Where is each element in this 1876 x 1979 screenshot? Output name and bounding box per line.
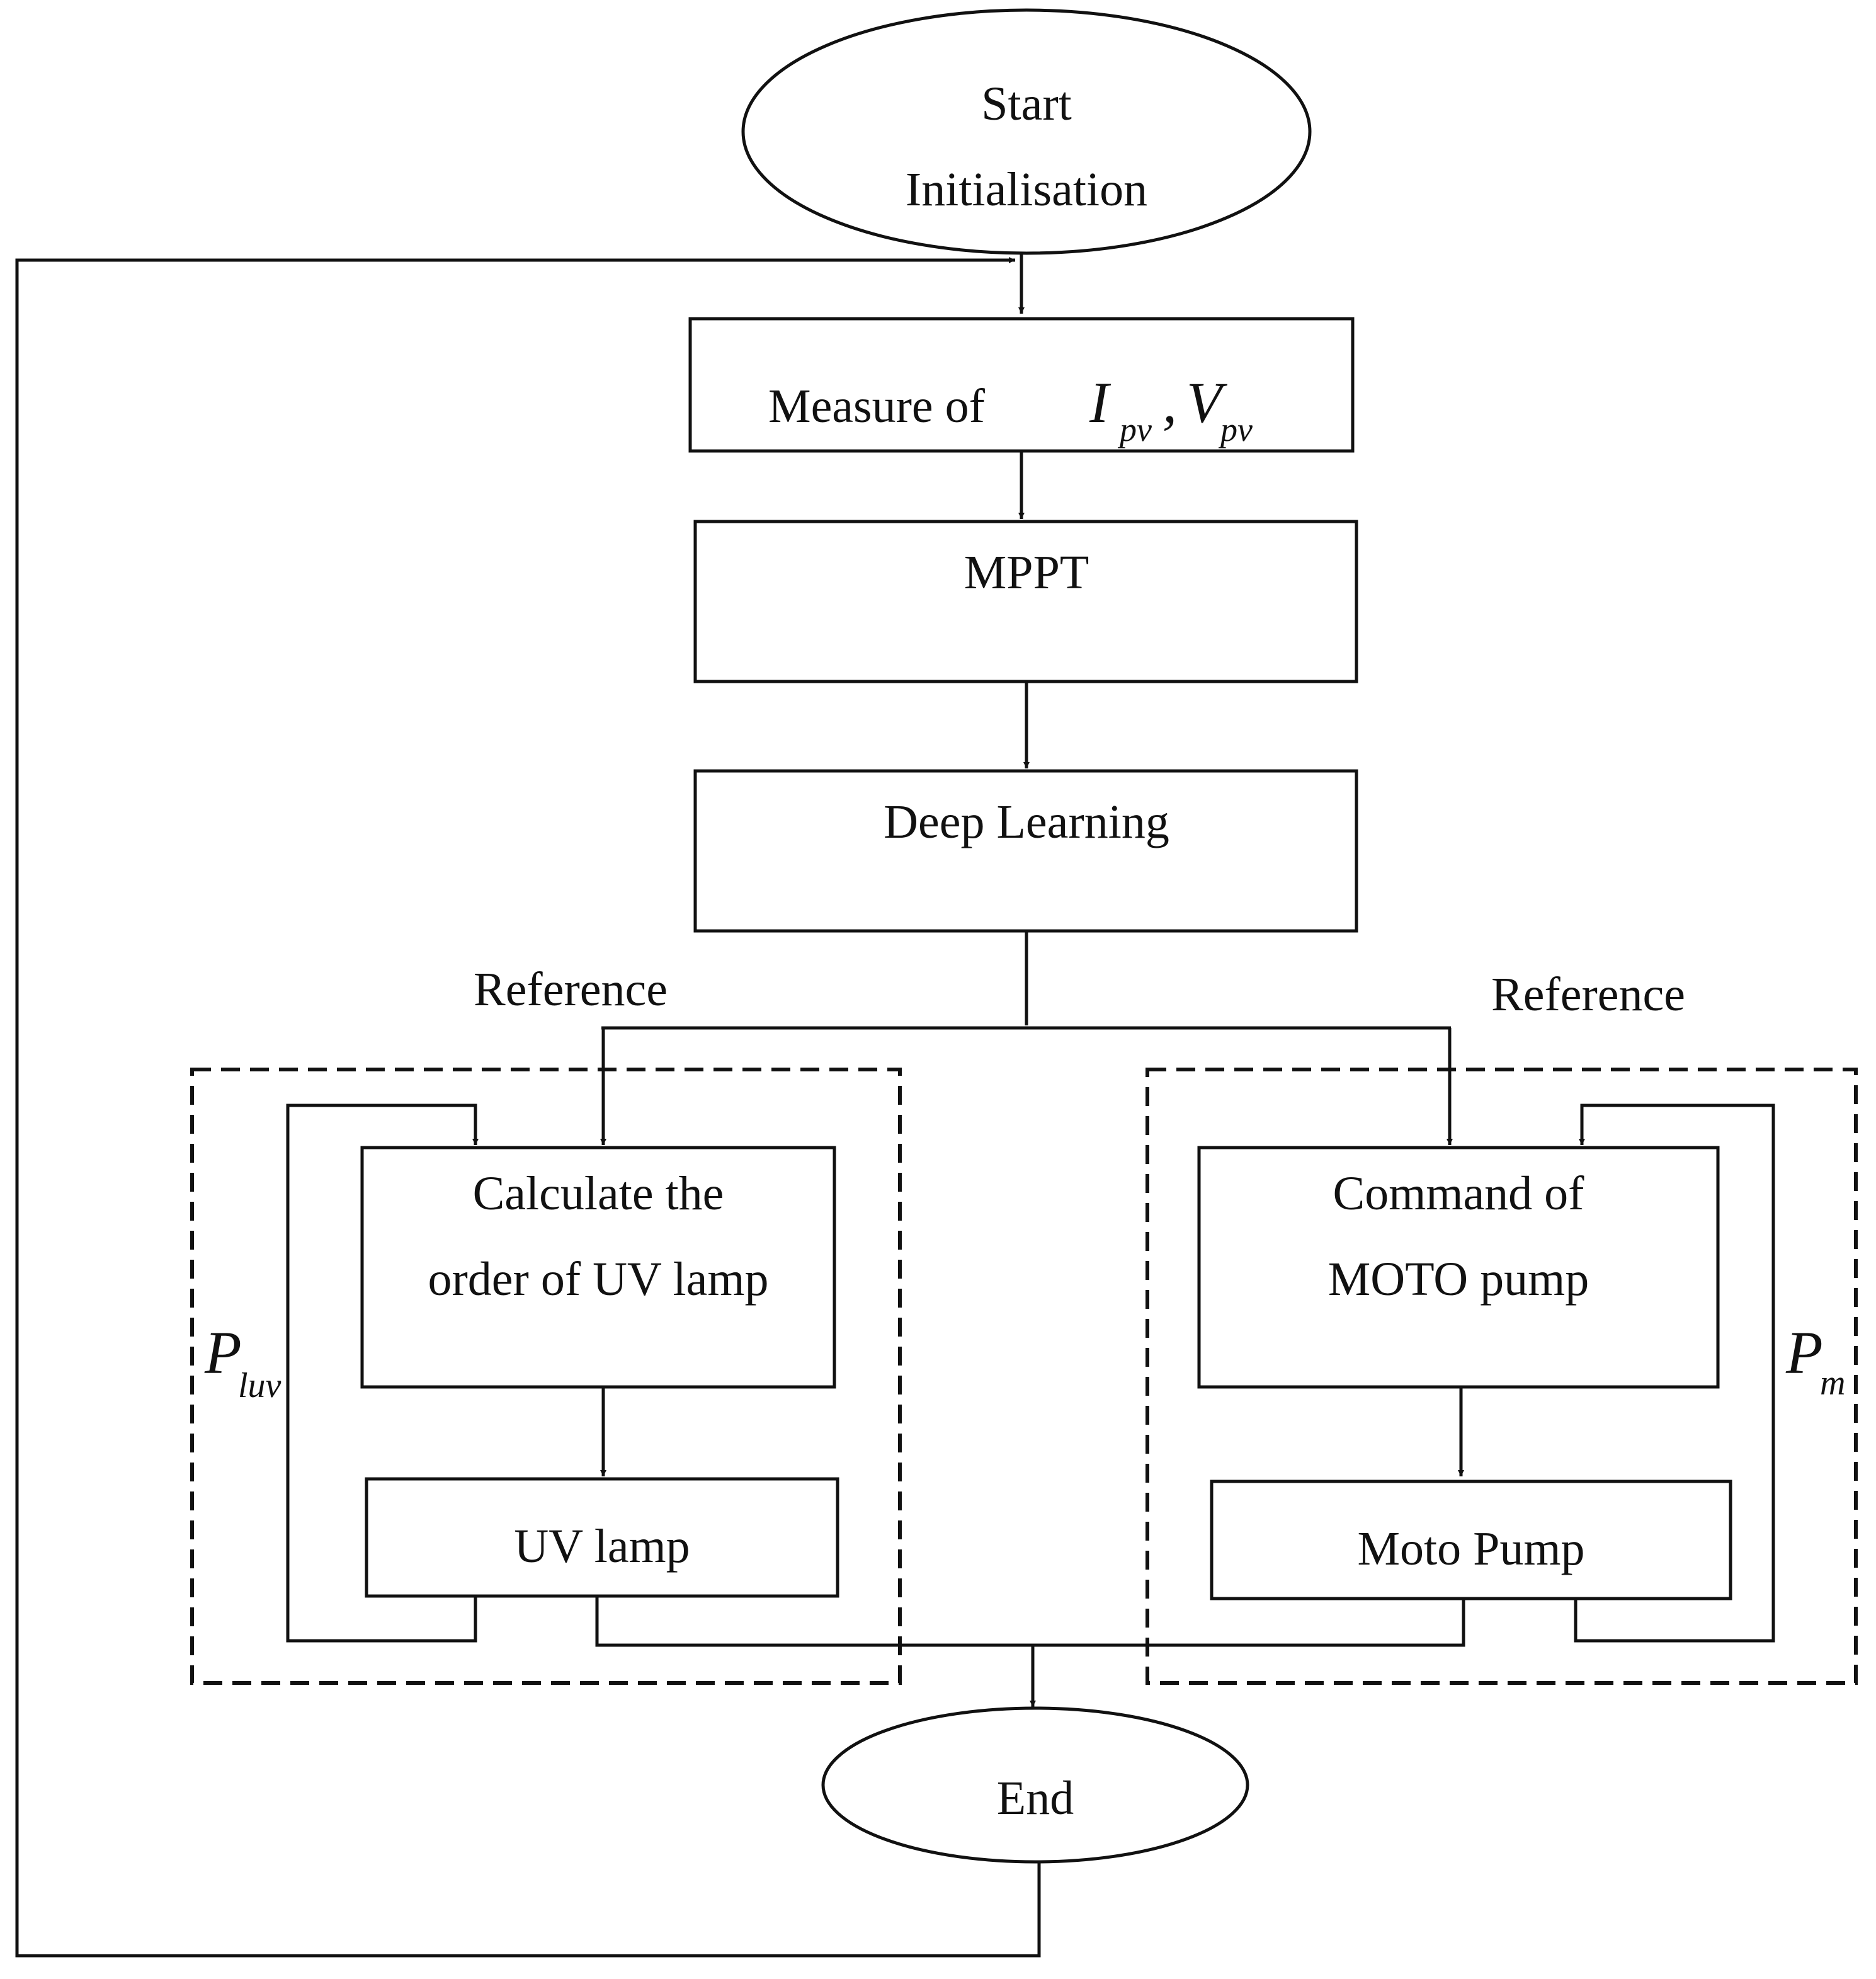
reference-right-label: Reference (1491, 968, 1685, 1021)
end-node (821, 1706, 1249, 1864)
measure-v-subscript: pv (1218, 411, 1253, 448)
mppt-node (693, 520, 1358, 683)
reference-left-label: Reference (474, 963, 668, 1016)
line-uv-lamp-to-merge (595, 1595, 1033, 1647)
p-luv-subscript: luv (238, 1366, 281, 1405)
moto-pump-node (1210, 1480, 1732, 1600)
line-loop-back (15, 257, 1041, 1958)
measure-i-symbol: I (1089, 370, 1111, 435)
deep-learning-label: Deep Learning (884, 796, 1169, 848)
line-p-m-feedback (1574, 1104, 1775, 1643)
command-moto-pump-node (1197, 1146, 1720, 1389)
p-m-subscript: m (1820, 1364, 1845, 1403)
line-moto-pump-to-merge (1033, 1599, 1465, 1647)
initialisation-label: Initialisation (906, 163, 1147, 216)
measure-node (688, 317, 1355, 453)
mppt-label: MPPT (964, 546, 1089, 599)
start-node (741, 8, 1312, 255)
measure-v-symbol: V (1186, 370, 1228, 435)
measure-comma: , (1163, 370, 1177, 435)
deep-learning-node (693, 769, 1358, 933)
line-p-luv-feedback (286, 1104, 479, 1643)
p-luv-symbol: P (204, 1319, 242, 1386)
uv-lamp-node (365, 1477, 839, 1598)
start-label: Start (981, 77, 1072, 130)
command-label-line1: Command of (1333, 1167, 1585, 1220)
end-label: End (997, 1772, 1074, 1825)
calculate-uv-order-node (360, 1146, 836, 1389)
calculate-label-line1: Calculate the (473, 1167, 724, 1220)
measure-i-subscript: pv (1117, 411, 1152, 448)
calculate-label-line2: order of UV lamp (428, 1253, 768, 1306)
moto-pump-label: Moto Pump (1357, 1522, 1584, 1575)
uv-lamp-group-box (190, 1068, 902, 1685)
uv-lamp-label: UV lamp (514, 1520, 690, 1573)
moto-pump-group-box (1145, 1068, 1858, 1685)
command-label-line2: MOTO pump (1328, 1253, 1589, 1306)
measure-label: Measure of (768, 380, 986, 433)
p-m-symbol: P (1785, 1319, 1823, 1386)
